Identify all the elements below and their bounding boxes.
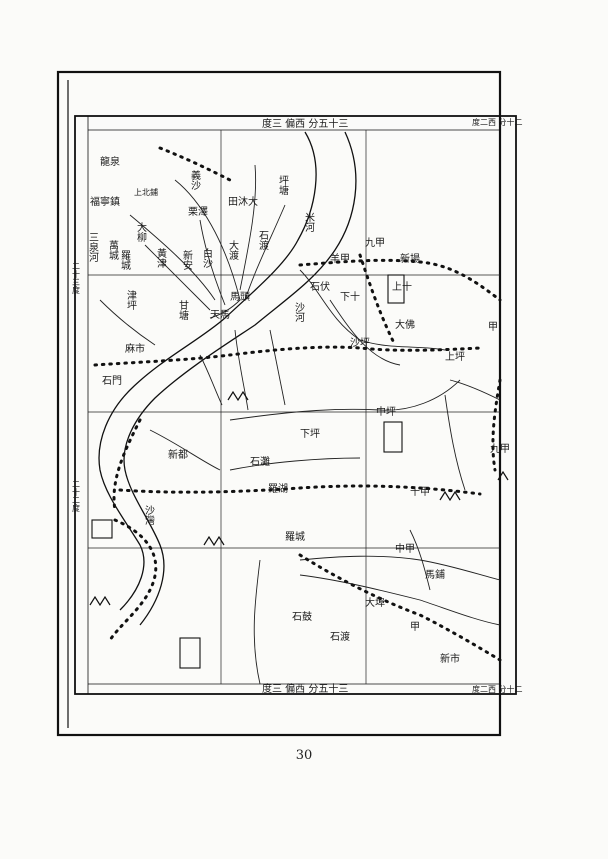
place-label: 沙河 [293,302,305,322]
place-label: 龍泉 [100,155,120,168]
place-label: 九甲 [490,443,510,455]
place-label: 津坪 [125,290,137,311]
place-label: 中甲 [395,542,415,555]
main-river [98,131,357,626]
place-label: 新安 [181,249,193,271]
frame-bottom-right: 度二西 分十二 [472,684,523,694]
place-label: 新場 [400,252,420,265]
place-label: 石渡 [257,230,269,251]
place-label: 白沙 [201,247,213,268]
boundaries [93,146,502,662]
place-label: 石渡 [330,630,350,643]
place-label: 下十 [340,290,360,303]
place-label: 甘塘 [177,299,189,321]
place-label: 坪塘 [277,174,289,196]
frame-top-right: 度二西 分十二 [472,117,523,127]
place-label: 下坪 [300,427,320,440]
place-label: 麻市 [125,342,145,355]
place-label: 十甲 [410,485,430,498]
place-label: 新都 [168,448,188,461]
place-label: 羅城 [119,250,131,271]
place-label: 甲 [410,622,420,633]
place-label: 石伏 [310,280,330,293]
place-label: 羊甲 [330,252,350,265]
place-label: 上坪 [445,350,465,363]
place-label: 羅城 [285,531,305,543]
rivers [99,164,501,685]
place-label: 石灘 [250,455,270,468]
place-label: 新市 [440,652,460,665]
mountain-icons [89,390,509,607]
place-label: 萬城 [107,239,119,261]
inner-frame [74,115,517,695]
place-label: 沙灣 [143,505,155,526]
place-label: 三泉河 [87,232,99,262]
place-label: 栗澤 [188,206,208,218]
page-number: 30 [295,748,313,763]
place-label: 上北鋪 [134,187,158,197]
place-label: 大渡 [227,239,239,261]
place-label: 上十 [392,280,412,293]
place-label: 中坪 [376,405,396,418]
place-label: 大佛 [395,318,415,331]
place-label: 石門 [102,375,122,387]
place-label: 九甲 [365,237,385,249]
place-label: 大柳 [135,221,147,243]
place-label: 福寧鎮 [90,195,120,208]
frame-left-mid: 二十二度 [72,480,81,513]
place-label: 大埠 [365,596,385,609]
frame-left-top: 二十三度 [72,262,81,295]
place-label: 米河 [303,211,315,232]
place-label: 石鼓 [292,610,312,623]
place-label: 黃津 [155,247,167,269]
place-label: 沙坪 [350,336,370,349]
frame-top-scale: 度三 偏西 分五十三 [262,117,348,130]
place-label: 義沙 [189,169,201,190]
place-label: 甲 [488,322,498,333]
frame-bottom-scale: 度三 偏西 分五十三 [262,682,348,695]
place-label: 田沐大 [228,195,258,208]
place-label: 馬鋪 [425,568,445,581]
county-seats [91,274,405,669]
place-label: 天馬 [210,309,230,321]
place-label: 馬頭 [230,291,250,303]
place-label: 羅湖 [268,483,288,495]
